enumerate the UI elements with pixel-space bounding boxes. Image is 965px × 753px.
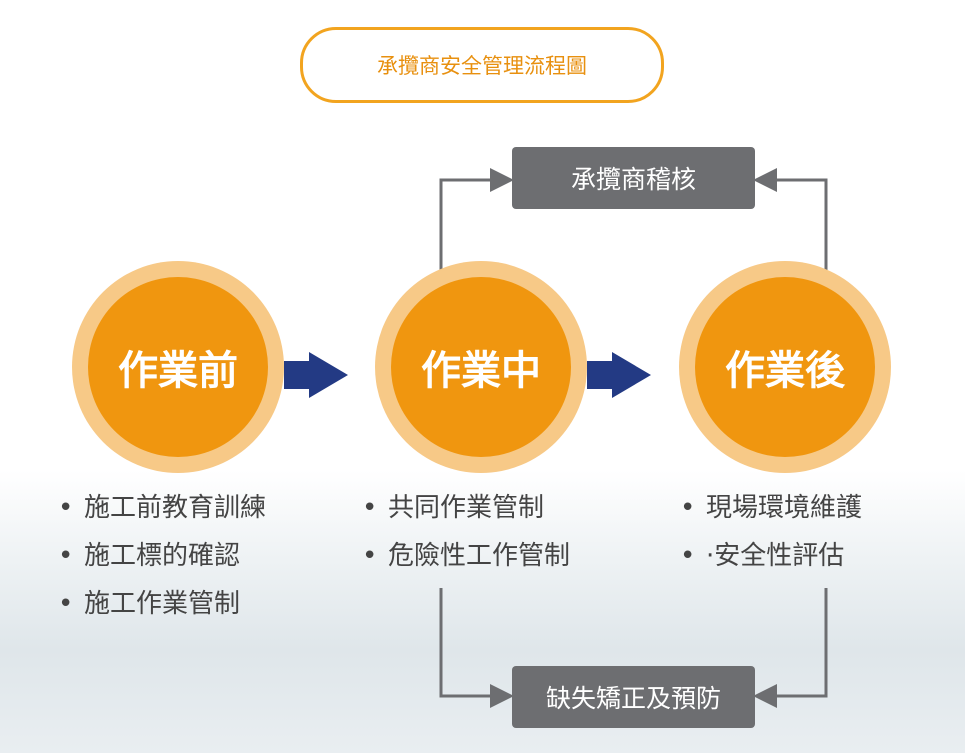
list-item: •施工作業管制: [58, 589, 241, 619]
list-item: •共同作業管制: [362, 493, 545, 523]
connector-after-to-audit: [753, 168, 828, 270]
stage-after-list: •現場環境維護 •·安全性評估: [680, 488, 862, 584]
stage-after-circle: 作業後: [679, 261, 891, 473]
connector-middle-to-audit: [439, 168, 514, 270]
list-item: •·安全性評估: [680, 541, 845, 571]
stage-label: 作業中: [391, 277, 571, 457]
connector-middle-to-correction: [439, 588, 514, 708]
flow-arrow-2: [587, 352, 651, 398]
stage-label: 作業後: [695, 277, 875, 457]
list-item: •現場環境維護: [680, 493, 863, 523]
list-item: •施工標的確認: [58, 541, 241, 571]
diagram-title: 承攬商安全管理流程圖: [300, 27, 664, 103]
correction-prevention-box: 缺失矯正及預防: [512, 666, 755, 728]
stage-before-list: •施工前教育訓練 •施工標的確認 •施工作業管制: [58, 488, 266, 632]
connector-after-to-correction: [753, 588, 828, 708]
contractor-audit-box: 承攬商稽核: [512, 147, 755, 209]
flow-arrow-1: [284, 352, 348, 398]
stage-label: 作業前: [88, 277, 268, 457]
list-item: •危險性工作管制: [362, 541, 571, 571]
stage-before-circle: 作業前: [72, 261, 284, 473]
list-item: •施工前教育訓練: [58, 493, 267, 523]
stage-during-circle: 作業中: [375, 261, 587, 473]
stage-during-list: •共同作業管制 •危險性工作管制: [362, 488, 570, 584]
